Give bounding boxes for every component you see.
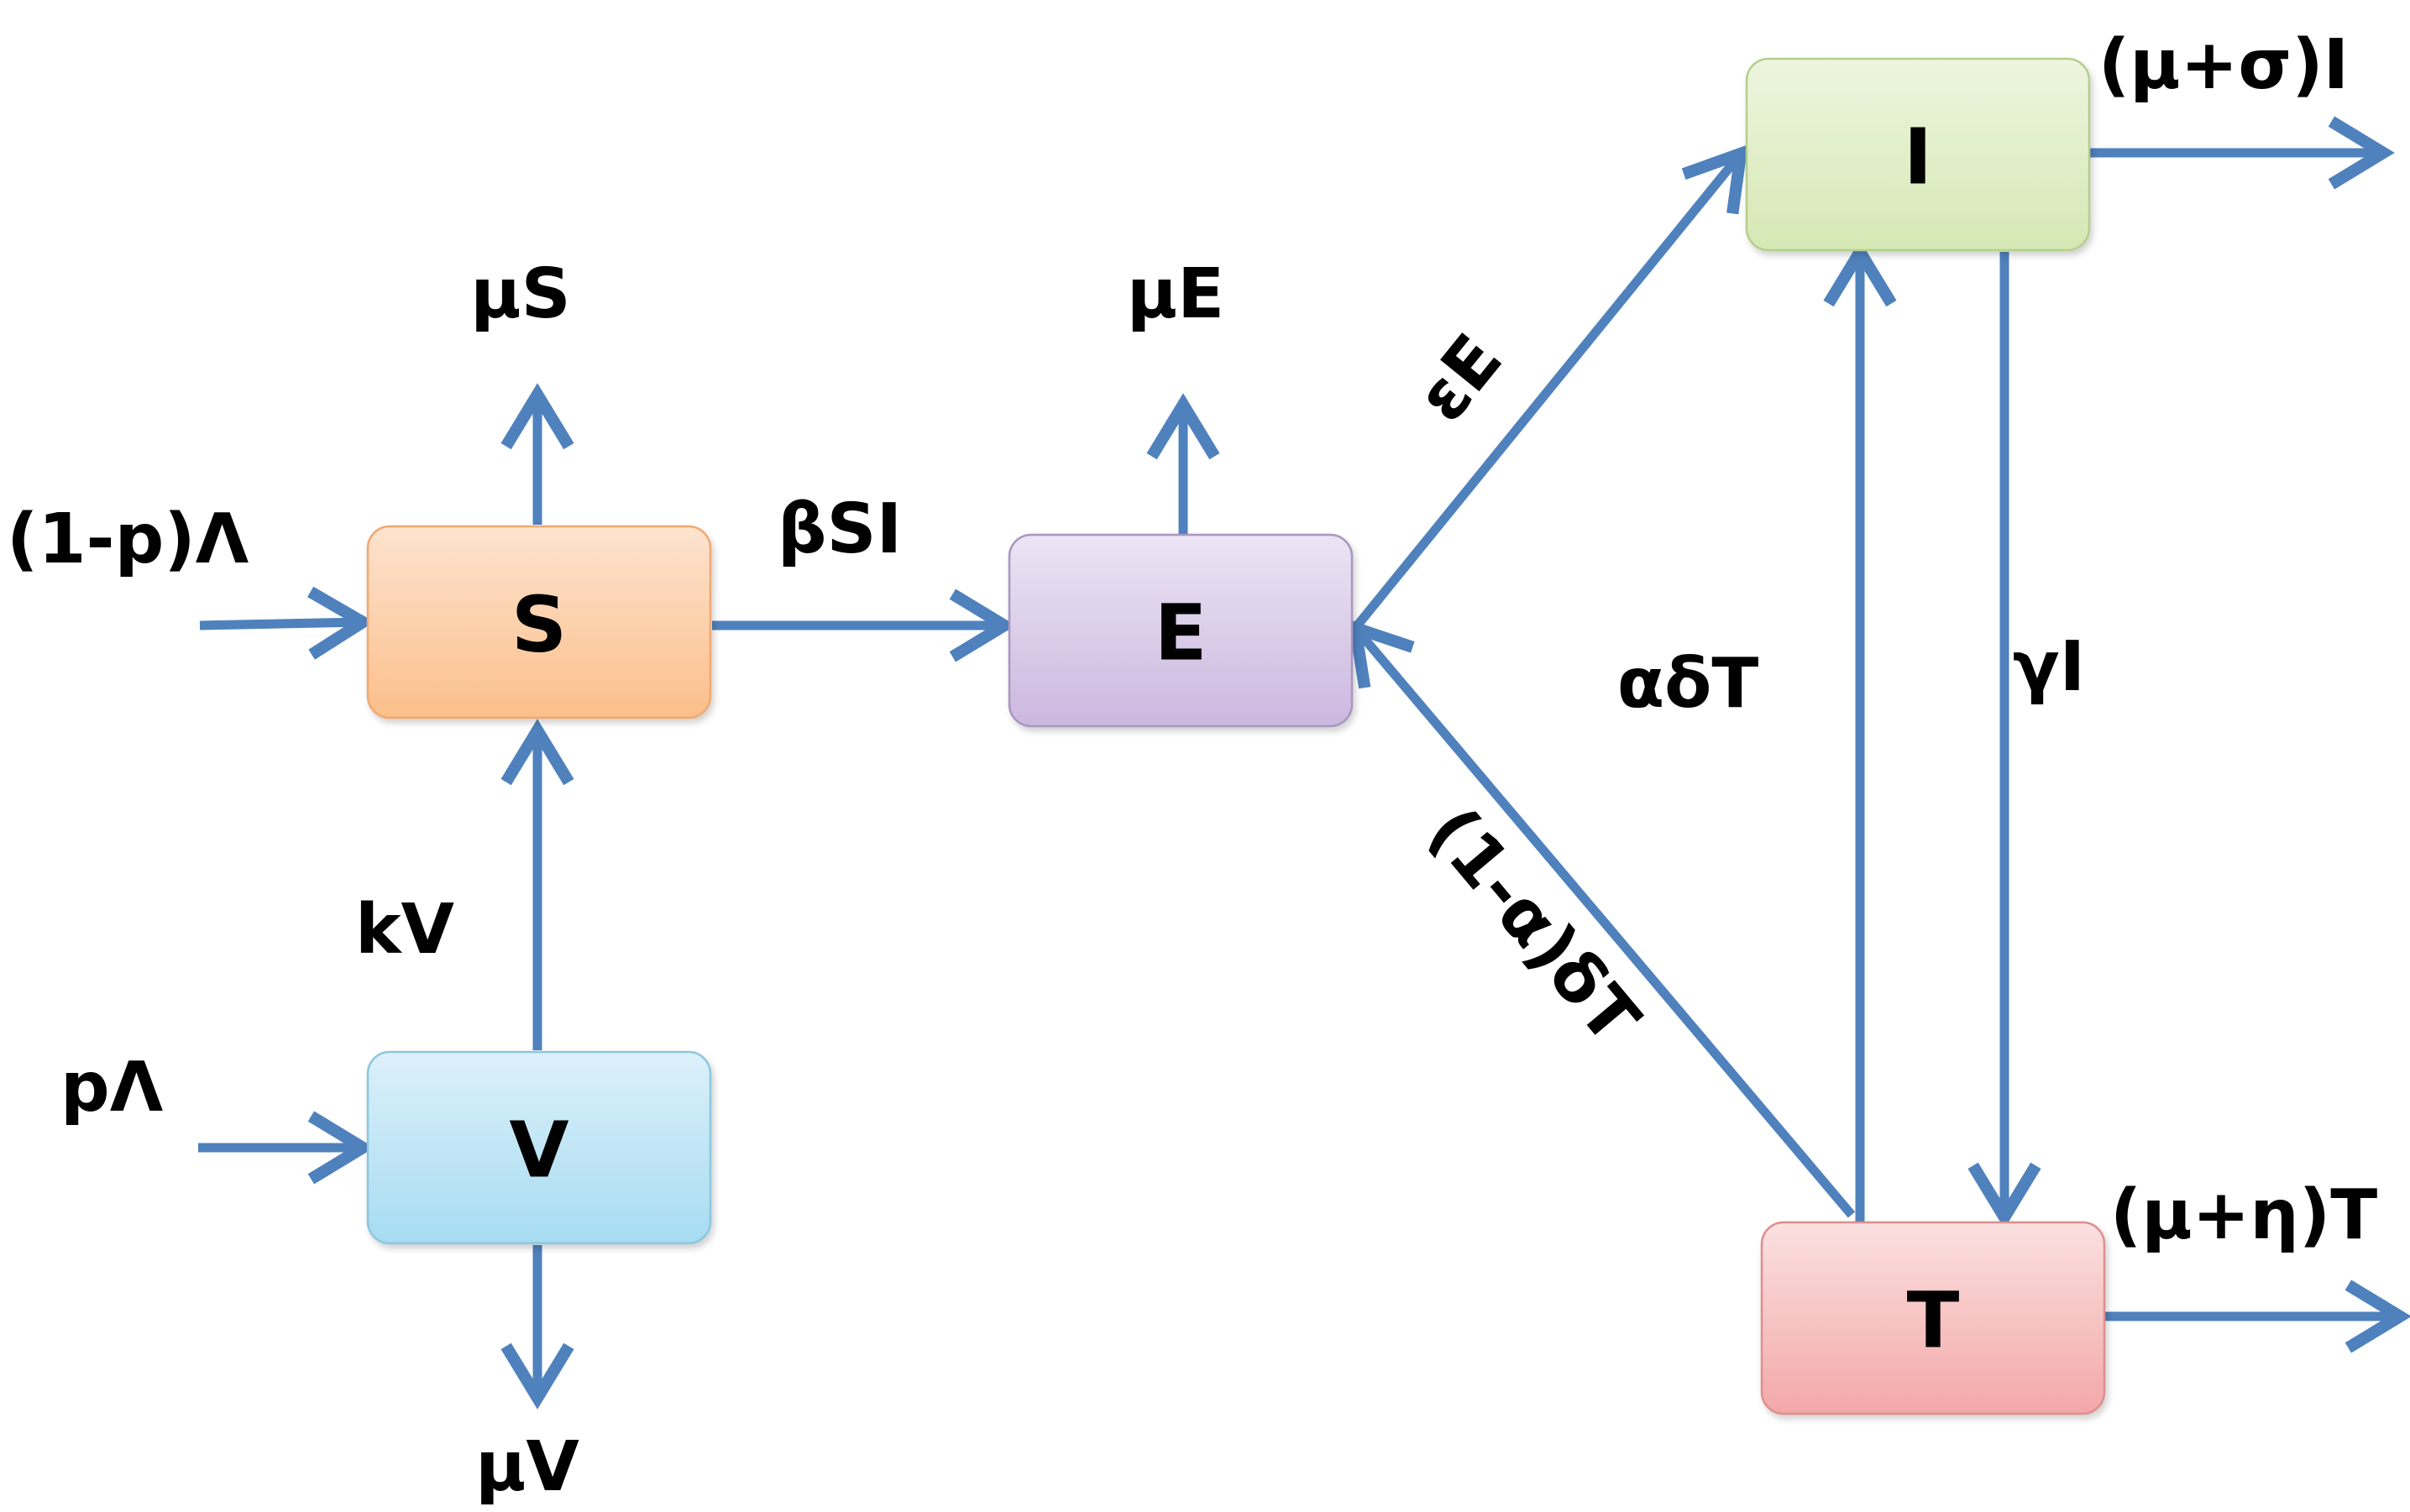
vaccine-waning-label: kV (355, 890, 455, 970)
death-s-label: μS (470, 254, 570, 334)
death-i-label: (μ+σ)I (2098, 25, 2349, 105)
node-v: V (366, 1050, 712, 1245)
node-s: S (366, 525, 712, 719)
death-t-label: (μ+η)T (2110, 1175, 2377, 1255)
progression-arrow (1351, 144, 1748, 631)
infection-label: βSI (778, 489, 902, 569)
arrows (198, 116, 2410, 1410)
death-e-label: μE (1127, 254, 1224, 334)
progression-label: εE (1402, 320, 1518, 437)
node-e-box (1008, 533, 1354, 728)
node-i-box (1745, 57, 2091, 252)
recruitment-v-label: pΛ (60, 1048, 164, 1127)
treatment-rate-label: γI (2013, 627, 2085, 707)
recruitment-s-arrow (199, 586, 375, 660)
node-i: I (1745, 57, 2091, 252)
node-t: T (1760, 1221, 2106, 1415)
treatment-relapse-arrow (1348, 619, 1856, 1218)
node-t-label: T (1907, 1276, 1960, 1366)
node-e-label: E (1155, 589, 1208, 678)
node-s-label: S (511, 580, 567, 670)
treatment-success-label: αδT (1617, 644, 1759, 724)
recruitment-s-label: (1-p)Λ (7, 500, 249, 579)
node-e: E (1008, 533, 1354, 728)
node-i-label: I (1904, 112, 1932, 202)
node-s-box (366, 525, 712, 719)
node-v-label: V (509, 1106, 568, 1195)
node-t-box (1760, 1221, 2106, 1415)
death-v-label: μV (475, 1427, 579, 1507)
node-v-box (366, 1050, 712, 1245)
